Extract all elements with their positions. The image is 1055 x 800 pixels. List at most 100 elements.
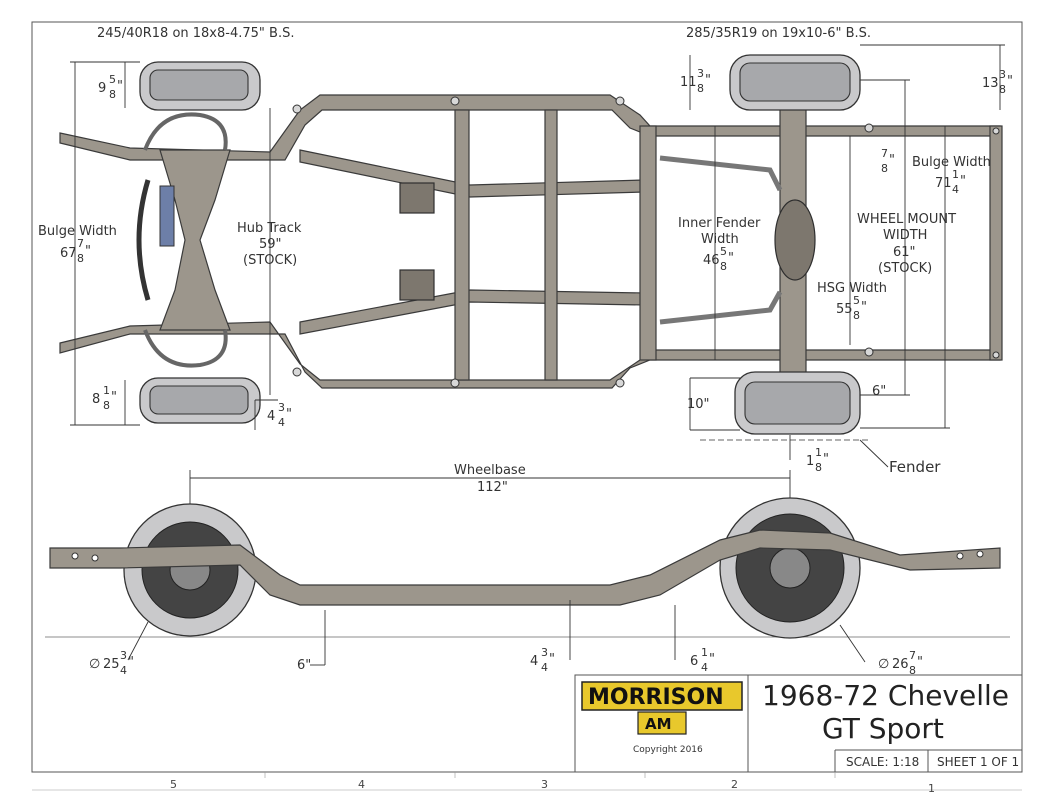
rear-tire-spec: 285/35R19 on 19x10-6" B.S.: [686, 26, 871, 41]
svg-text:∅: ∅: [878, 657, 889, 672]
svg-text:8: 8: [881, 162, 888, 175]
zone-2: 2: [731, 778, 738, 791]
svg-text:8: 8: [103, 399, 110, 412]
sway-bar: [136, 179, 151, 301]
rear-six: 6": [872, 384, 886, 399]
svg-text:": ": [549, 652, 555, 667]
hub-track-note: (STOCK): [243, 253, 297, 268]
inner-border: [31, 21, 1023, 773]
svg-text:8: 8: [77, 252, 84, 265]
ground-rear: 6 1 4 ": [690, 646, 715, 674]
side-view: [45, 470, 1010, 666]
svg-text:8: 8: [815, 461, 822, 474]
rear-diameter-leader: [839, 624, 866, 663]
zone-ticks: [264, 772, 836, 778]
top-view: [59, 44, 1005, 468]
wheelbase-label: Wheelbase: [454, 463, 526, 478]
svg-text:1: 1: [806, 454, 814, 469]
svg-text:5: 5: [853, 294, 860, 307]
svg-text:4: 4: [701, 661, 708, 674]
svg-text:71: 71: [935, 176, 952, 191]
svg-text:5: 5: [720, 245, 727, 258]
svg-text:1: 1: [952, 168, 959, 181]
svg-text:11: 11: [680, 75, 697, 90]
svg-text:8: 8: [92, 392, 100, 407]
zone-4: 4: [358, 778, 365, 791]
copyright: Copyright 2016: [633, 745, 703, 755]
front-hub-offset: 4 3 4 ": [267, 401, 292, 429]
svg-text:3: 3: [278, 401, 285, 414]
svg-text:": ": [861, 300, 867, 315]
svg-text:": ": [889, 153, 895, 168]
front-diameter: ∅ 25 3 4 ": [89, 649, 134, 677]
svg-text:8: 8: [697, 82, 704, 95]
svg-text:9: 9: [98, 81, 106, 96]
differential: [774, 199, 816, 281]
wheelbase-value: 112": [477, 480, 508, 495]
svg-text:8: 8: [909, 664, 916, 677]
front-bottom-offset: 8 1 8 ": [92, 384, 117, 412]
zone-5: 5: [170, 778, 177, 791]
fender-leader: [859, 439, 889, 468]
svg-text:1: 1: [701, 646, 708, 659]
rear-rim-bottom: [744, 381, 851, 425]
rear-fender-gap: 1 1 8 ": [806, 446, 829, 474]
svg-text:4: 4: [267, 409, 275, 424]
svg-text:3: 3: [999, 68, 1006, 81]
svg-text:": ": [917, 655, 923, 670]
title-line-2: GT Sport: [822, 712, 944, 745]
zone-3: 3: [541, 778, 548, 791]
steering-rack: [159, 185, 175, 247]
front-tire-spec: 245/40R18 on 18x8-4.75" B.S.: [97, 26, 294, 41]
svg-text:25: 25: [103, 657, 120, 672]
svg-text:26: 26: [892, 657, 909, 672]
svg-text:": ": [286, 407, 292, 422]
frame-inner-lower: [299, 289, 646, 335]
front-bulge-value: 67 7 8 ": [60, 237, 91, 265]
svg-text:7: 7: [77, 237, 84, 250]
logo-sub: AM: [645, 715, 672, 733]
svg-text:": ": [1007, 74, 1013, 89]
rear-right-offset: 13 3 8 ": [982, 68, 1013, 96]
svg-text:7: 7: [909, 649, 916, 662]
rear-hub-side: [769, 547, 811, 589]
fender-label: Fender: [889, 458, 941, 476]
svg-text:": ": [117, 79, 123, 94]
front-top-offset: 9 5 8 ": [98, 73, 123, 101]
front-diameter-leader: [127, 621, 149, 661]
svg-text:": ": [728, 251, 734, 266]
svg-text:3: 3: [697, 67, 704, 80]
svg-text:55: 55: [836, 302, 853, 317]
svg-text:∅: ∅: [89, 657, 100, 672]
svg-text:4: 4: [952, 183, 959, 196]
svg-text:8: 8: [109, 88, 116, 101]
svg-text:": ": [128, 655, 134, 670]
svg-text:8: 8: [720, 260, 727, 273]
inner-fender-label-1: Inner Fender: [678, 216, 761, 231]
rear-crossmember: [989, 125, 1003, 361]
svg-text:3: 3: [120, 649, 127, 662]
front-bulge-label: Bulge Width: [38, 224, 117, 239]
hub-track-label: Hub Track: [237, 221, 302, 236]
frame-inner-upper: [299, 149, 646, 198]
logo-badge: [637, 711, 687, 735]
rear-diameter: ∅ 26 7 8 ": [878, 649, 923, 677]
bracket-lower: [399, 269, 435, 301]
rear-lower-link: [659, 290, 783, 325]
hsg-label: HSG Width: [817, 281, 887, 296]
front-upper-arm-top: [143, 112, 228, 151]
rear-bulge-value: 71 1 4 ": [935, 168, 966, 196]
inner-fender-value: 46 5 8 ": [703, 245, 734, 273]
rear-rim-top: [739, 62, 851, 102]
frame-bolts: [292, 96, 1000, 388]
svg-text:13: 13: [982, 76, 999, 91]
svg-text:": ": [823, 452, 829, 467]
svg-text:": ": [705, 73, 711, 88]
front-upper-arm-bottom: [143, 329, 228, 368]
logo-banner: [581, 681, 743, 711]
title-line-1: 1968-72 Chevelle: [762, 679, 1009, 712]
svg-text:": ": [111, 390, 117, 405]
svg-text:4: 4: [530, 654, 538, 669]
svg-text:5: 5: [109, 73, 116, 86]
